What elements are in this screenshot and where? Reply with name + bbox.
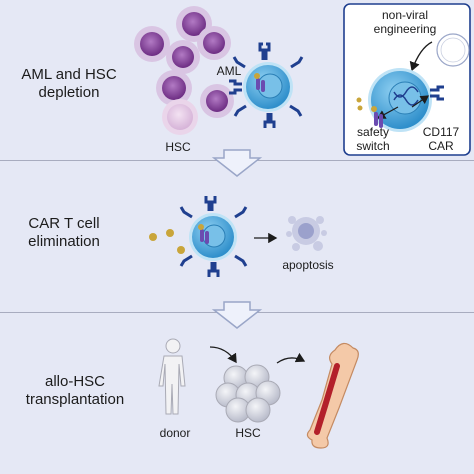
car-receptor-icon <box>430 85 444 101</box>
aml-label: AML <box>216 64 242 78</box>
aml-cell <box>156 70 192 106</box>
car-receptor <box>232 42 304 128</box>
hsc-transplant-label: HSC <box>235 426 261 440</box>
safety-switch-icon <box>374 112 378 126</box>
cd117-car-label: CD117 CAR <box>422 125 460 153</box>
down-arrow-1 <box>211 149 263 177</box>
car-t-cell <box>229 42 304 128</box>
panel-car-t-elimination <box>0 161 474 312</box>
down-arrow-2 <box>211 301 263 329</box>
panel2-title: CAR T cell elimination <box>28 215 100 250</box>
apoptosis-label: apoptosis <box>282 258 334 272</box>
hsc-label: HSC <box>165 140 191 154</box>
plasmid-vector <box>436 33 470 67</box>
hsc-cell-cluster <box>215 364 281 423</box>
donor-person-icon <box>158 338 186 415</box>
arrow-donor-to-hsc <box>209 346 237 364</box>
bone-marrow-icon <box>306 342 359 449</box>
drug-molecules <box>149 229 185 254</box>
hsc-cell <box>162 99 198 135</box>
panel3-title: allo-HSC transplantation <box>25 373 125 408</box>
arrow-hsc-to-bone <box>276 352 306 364</box>
aml-cell <box>200 84 234 118</box>
apoptotic-cell <box>286 216 327 251</box>
donor-label: donor <box>159 426 191 440</box>
safety-switch-label: safety switch <box>356 125 390 153</box>
aml-cell <box>134 26 170 62</box>
inset-title: non-viral engineering <box>373 8 437 36</box>
aml-cell-cluster <box>134 6 234 118</box>
aml-cell <box>197 26 231 60</box>
aml-cell <box>166 40 200 74</box>
inset-engineering-box <box>343 3 471 156</box>
panel1-title: AML and HSC depletion <box>21 66 117 101</box>
car-t-cell-eliminated <box>179 196 248 277</box>
